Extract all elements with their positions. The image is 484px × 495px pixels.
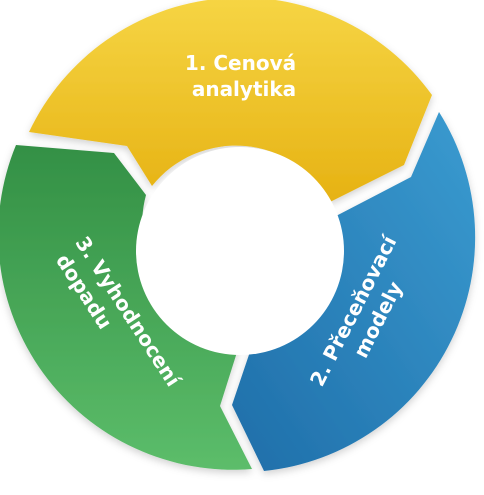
- segment-cenova-analytika: [29, 0, 432, 202]
- segment-1-label-line-1: 1. Cenová: [185, 51, 296, 75]
- center-circle: [136, 147, 344, 355]
- segment-1-label: 1. Cenová analytika: [185, 51, 303, 101]
- segment-1-label-line-2: analytika: [192, 77, 296, 101]
- segment-preceňovaci-modely: [232, 112, 476, 471]
- segment-vyhodnoceni-dopadu: [0, 145, 252, 470]
